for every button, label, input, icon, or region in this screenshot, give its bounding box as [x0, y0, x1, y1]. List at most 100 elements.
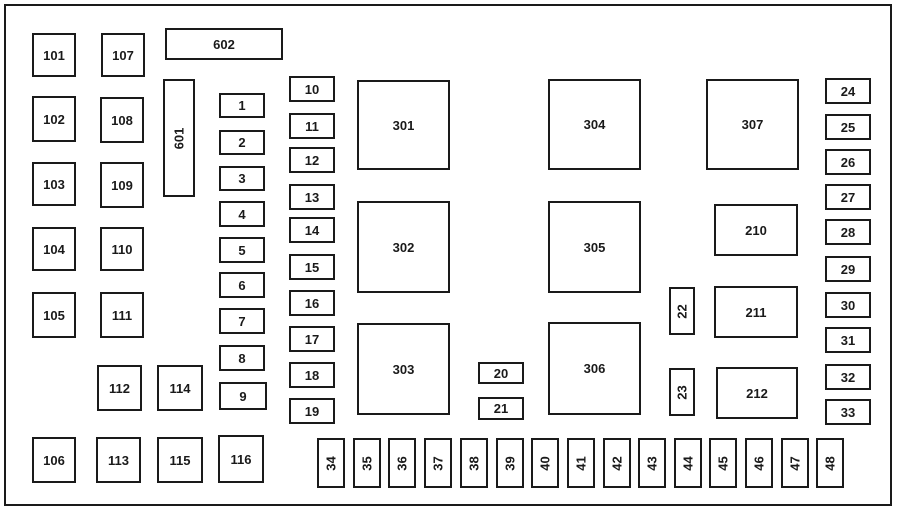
fuse-label: 102	[43, 111, 65, 127]
fuse-303: 303	[357, 323, 450, 415]
fuse-label: 1	[238, 98, 246, 113]
fuse-label: 40	[537, 455, 553, 471]
fuse-label: 14	[304, 222, 320, 238]
fuse-42: 42	[603, 438, 631, 488]
fuse-9: 9	[219, 382, 267, 410]
fuse-label: 19	[304, 403, 320, 419]
fuse-label: 11	[305, 118, 319, 134]
fuse-label: 106	[43, 452, 65, 468]
fuse-104: 104	[32, 227, 76, 271]
fuse-25: 25	[825, 114, 871, 140]
fuse-label: 21	[493, 401, 509, 416]
fuse-label: 305	[583, 239, 606, 255]
fuse-39: 39	[496, 438, 524, 488]
fuse-label: 105	[43, 307, 65, 323]
fuse-label: 108	[111, 112, 133, 128]
fuse-38: 38	[460, 438, 488, 488]
fuse-label: 24	[840, 83, 856, 99]
fuse-label: 104	[43, 241, 65, 257]
fuse-103: 103	[32, 162, 76, 206]
fuse-label: 7	[238, 313, 246, 329]
fuse-7: 7	[219, 308, 265, 334]
fuse-label: 6	[238, 277, 246, 293]
fuse-108: 108	[100, 97, 144, 143]
fuse-305: 305	[548, 201, 641, 293]
fuse-label: 41	[573, 455, 589, 471]
fuse-43: 43	[638, 438, 666, 488]
fuse-label: 15	[304, 259, 320, 275]
fuse-label: 602	[213, 36, 235, 52]
fuse-102: 102	[32, 96, 76, 142]
fuse-label: 44	[680, 455, 696, 471]
fuse-6: 6	[219, 272, 265, 298]
fuse-label: 211	[745, 304, 767, 320]
fuse-label: 5	[238, 242, 246, 258]
fuse-4: 4	[219, 201, 265, 227]
fuse-212: 212	[716, 367, 798, 419]
fuse-label: 2	[238, 135, 246, 150]
fuse-17: 17	[289, 326, 335, 352]
fuse-label: 13	[304, 189, 320, 205]
fuse-35: 35	[353, 438, 381, 488]
fuse-label: 116	[230, 451, 252, 467]
fuse-label: 114	[169, 380, 191, 396]
fuse-45: 45	[709, 438, 737, 488]
fuse-label: 12	[304, 152, 320, 168]
fuse-label: 39	[502, 455, 518, 471]
fuse-10: 10	[289, 76, 335, 102]
fuse-101: 101	[32, 33, 76, 77]
fuse-105: 105	[32, 292, 76, 338]
fuse-label: 9	[239, 388, 247, 404]
fuse-label: 18	[304, 367, 320, 383]
fuse-label: 212	[746, 385, 768, 401]
fuse-label: 25	[840, 119, 856, 135]
fuse-109: 109	[100, 162, 144, 208]
fuse-15: 15	[289, 254, 335, 280]
fuse-label: 20	[493, 365, 509, 381]
fuse-label: 103	[43, 176, 65, 192]
fuse-label: 302	[392, 239, 415, 255]
fuse-8: 8	[219, 345, 265, 371]
fuse-14: 14	[289, 217, 335, 243]
fuse-label: 43	[644, 455, 660, 471]
fuse-label: 48	[822, 455, 838, 471]
fuse-label: 31	[840, 332, 856, 348]
fuse-48: 48	[816, 438, 844, 488]
fuse-306: 306	[548, 322, 641, 415]
fuse-label: 34	[323, 455, 339, 471]
fuse-label: 17	[304, 331, 320, 347]
fuse-label: 32	[840, 369, 856, 385]
fuse-33: 33	[825, 399, 871, 425]
fuse-label: 29	[840, 261, 856, 277]
fuse-3: 3	[219, 166, 265, 191]
fuse-5: 5	[219, 237, 265, 263]
fuse-28: 28	[825, 219, 871, 245]
fuse-label: 601	[171, 127, 187, 149]
fuse-label: 27	[840, 189, 856, 205]
fuse-116: 116	[218, 435, 264, 483]
fuse-label: 113	[108, 452, 129, 468]
fuse-1: 1	[219, 93, 265, 118]
fuse-label: 46	[751, 455, 767, 471]
fuse-211: 211	[714, 286, 798, 338]
fuse-36: 36	[388, 438, 416, 488]
fuse-label: 210	[745, 222, 767, 238]
fuse-label: 307	[741, 117, 764, 132]
fuse-31: 31	[825, 327, 871, 353]
fuse-106: 106	[32, 437, 76, 483]
fuse-label: 4	[238, 206, 246, 222]
fuse-41: 41	[567, 438, 595, 488]
fuse-107: 107	[101, 33, 145, 77]
fuse-label: 45	[715, 455, 731, 471]
fuse-label: 107	[112, 47, 134, 63]
fuse-37: 37	[424, 438, 452, 488]
fuse-112: 112	[97, 365, 142, 411]
fuse-26: 26	[825, 149, 871, 175]
fuse-21: 21	[478, 397, 524, 420]
fuse-label: 306	[583, 361, 606, 376]
fuse-23: 23	[669, 368, 695, 416]
fuse-115: 115	[157, 437, 203, 483]
fuse-602: 602	[165, 28, 283, 60]
fuse-20: 20	[478, 362, 524, 384]
fuse-110: 110	[100, 227, 144, 271]
